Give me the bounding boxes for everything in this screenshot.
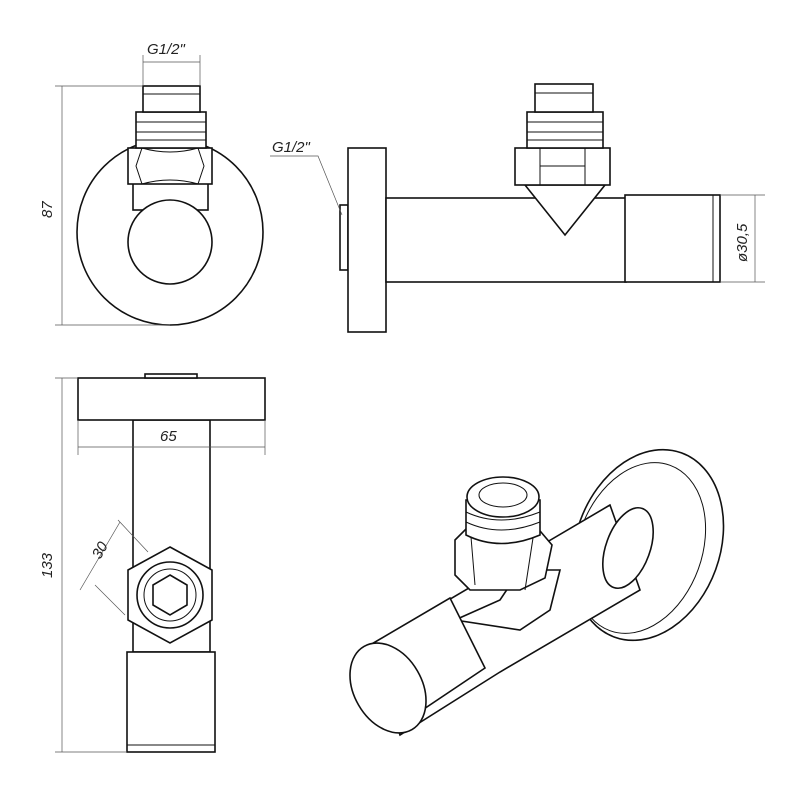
bottom-end-cap <box>126 651 216 753</box>
front-view: G1/2" 87 <box>39 41 264 326</box>
thread-body <box>135 111 207 149</box>
width-65-label: 65 <box>160 428 177 445</box>
outlet-circle <box>127 199 213 285</box>
length-133-label: 133 <box>39 552 56 578</box>
inner-hex <box>152 574 188 616</box>
side-view: ø30,5 G1/2" <box>270 83 765 333</box>
nut-30-label: 30 <box>89 538 112 562</box>
diameter-label: ø30,5 <box>734 223 751 262</box>
bottom-view: 65 133 30 <box>39 373 266 753</box>
isometric-view <box>349 448 725 737</box>
wall-stub <box>339 204 349 271</box>
side-thread-label: G1/2" <box>272 139 311 156</box>
side-thread-body <box>526 111 604 149</box>
flange-lip <box>144 373 198 379</box>
iso-cone <box>452 569 562 631</box>
end-cap <box>624 194 721 283</box>
side-top-cap <box>534 83 594 113</box>
height-87-label: 87 <box>39 201 56 218</box>
top-cap <box>142 85 201 113</box>
iso-end-face <box>349 642 427 734</box>
flange-side <box>347 147 387 333</box>
front-thread-label: G1/2" <box>147 41 186 58</box>
pipe-body <box>385 197 627 283</box>
bottom-flange <box>77 377 266 421</box>
